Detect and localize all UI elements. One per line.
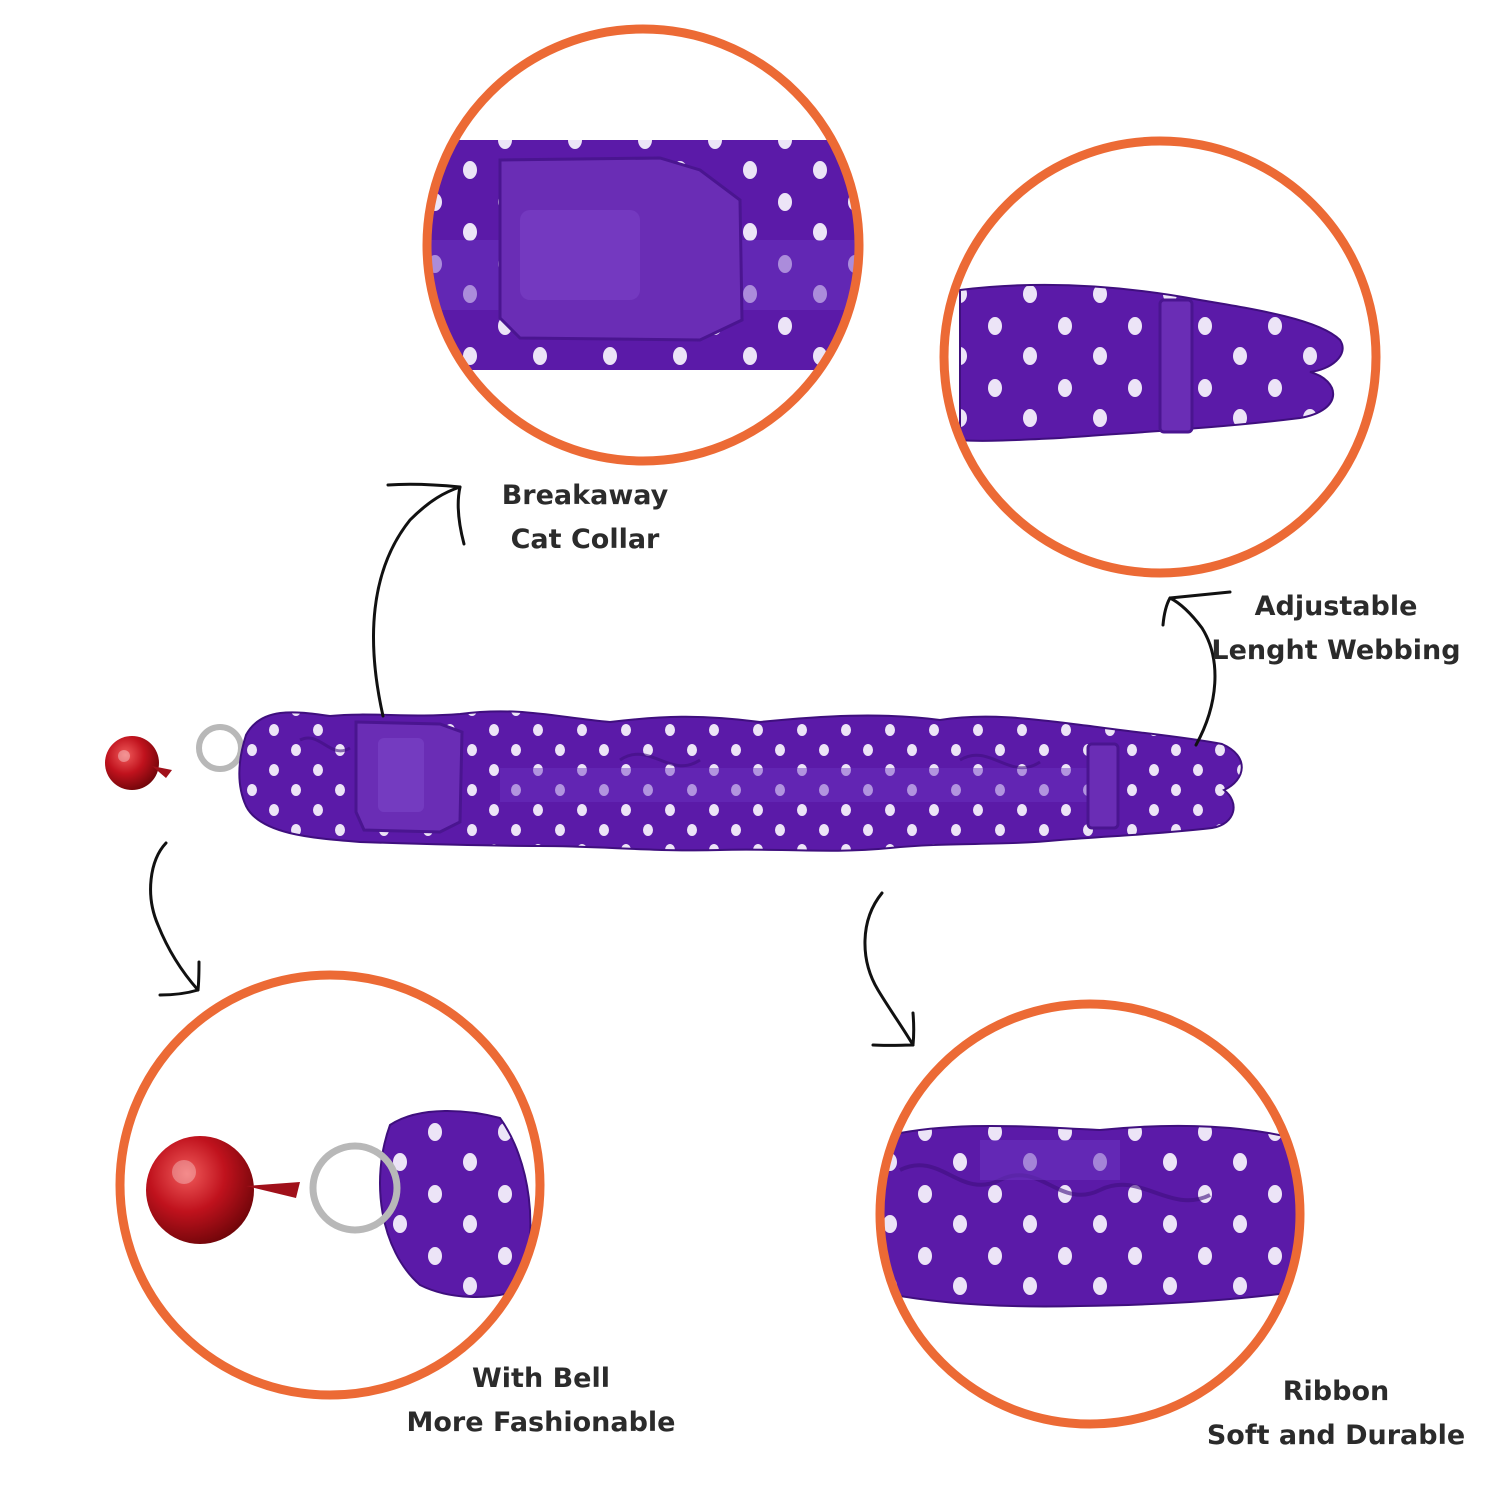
callout-ribbon: Ribbon Soft and Durable: [1196, 1370, 1476, 1458]
bell-detail-icon: [146, 1136, 254, 1244]
callout-breakaway: Breakaway Cat Collar: [455, 474, 715, 562]
slider-main: [1086, 742, 1120, 830]
arrow-to-buckle: [372, 482, 466, 718]
detail-circle-ribbon: [875, 999, 1305, 1429]
callout-webbing: Adjustable Lenght Webbing: [1196, 585, 1476, 673]
callout-breakaway-line1: Breakaway: [501, 480, 669, 511]
detail-circle-buckle: [422, 24, 864, 466]
callout-webbing-line1: Adjustable: [1254, 591, 1418, 622]
arrow-to-ribbon: [863, 891, 916, 1047]
bell-icon: [105, 736, 159, 790]
callout-bell-line1: With Bell: [472, 1363, 610, 1394]
slider-icon: [1158, 298, 1194, 434]
buckle-main: [354, 720, 464, 834]
callout-webbing-line2: Lenght Webbing: [1211, 635, 1461, 666]
split-ring-detail: [309, 1142, 401, 1234]
split-ring: [196, 724, 244, 772]
callout-ribbon-line1: Ribbon: [1282, 1376, 1390, 1407]
arrow-to-bell: [149, 841, 201, 997]
detail-circle-webbing: [939, 136, 1381, 578]
callout-bell: With Bell More Fashionable: [396, 1357, 686, 1445]
collar-main: [105, 710, 1243, 852]
collar-ribbon: [238, 710, 1243, 852]
arrow-to-webbing: [1161, 590, 1232, 747]
detail-circle-bell: [115, 970, 545, 1400]
callout-breakaway-line2: Cat Collar: [510, 524, 660, 555]
callout-ribbon-line2: Soft and Durable: [1206, 1420, 1466, 1451]
callout-bell-line2: More Fashionable: [406, 1407, 676, 1438]
bell-main: [105, 724, 244, 790]
